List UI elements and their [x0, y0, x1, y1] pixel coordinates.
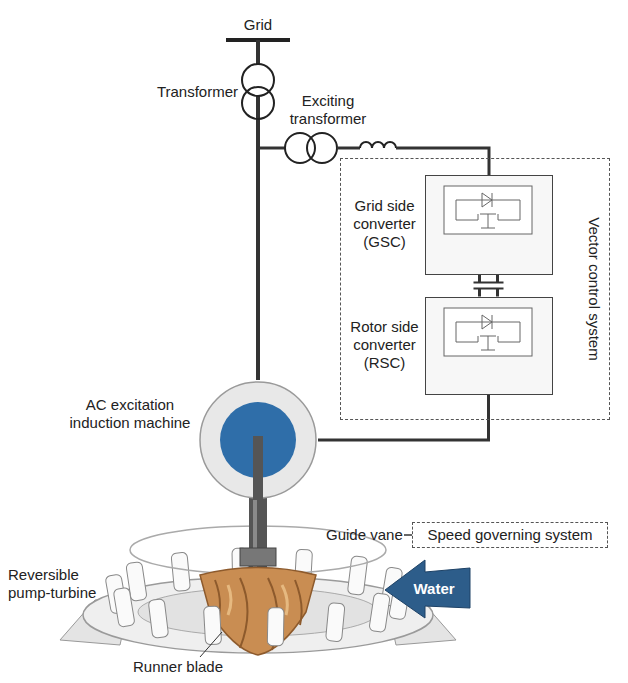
machine-circle: AC excitation induction machine [198, 380, 318, 500]
transformer-winding [242, 87, 274, 119]
wire [258, 147, 285, 150]
guide-vane [267, 608, 284, 646]
guide-vane [369, 593, 390, 633]
connector [318, 395, 489, 441]
transformer-winding [307, 133, 337, 163]
guide-vane [113, 587, 135, 627]
guide-vane [326, 603, 346, 642]
flow-label: Water [404, 580, 464, 598]
node-text: AC excitation induction machine [66, 396, 194, 432]
guide-vane [203, 606, 221, 645]
capacitor-symbol [474, 283, 504, 289]
runner [200, 568, 316, 656]
part-label: Runner blade [128, 658, 228, 676]
node-text: Grid side converter (GSC) [348, 197, 422, 251]
part-label: Guide vane [326, 526, 402, 544]
leader-line [200, 632, 222, 657]
node-text: Vector control system [585, 217, 603, 360]
node-text: Speed governing system [427, 526, 592, 543]
system-box: Speed governing system [412, 522, 608, 548]
guide-vane [347, 556, 368, 596]
converter-box: Rotor side converter (RSC) [425, 297, 553, 395]
part-label: Transformer [100, 83, 238, 101]
wire [337, 147, 360, 150]
part-label: Exciting transformer [276, 92, 380, 128]
water-arrow [385, 560, 470, 618]
converter-box: Grid side converter (GSC) [425, 175, 553, 275]
machine-symbol [198, 380, 318, 500]
converter-symbol [426, 298, 551, 395]
guide-vane [148, 599, 169, 639]
guide-vane [171, 552, 191, 591]
converter-symbol [426, 176, 551, 273]
wire [396, 148, 489, 175]
shaft-flange [240, 548, 276, 566]
connector [474, 275, 504, 297]
control-group: Vector control system Grid side converter… [340, 158, 610, 420]
runner-blade [215, 578, 302, 650]
inductor-symbol [360, 142, 396, 148]
leader-line [404, 534, 412, 536]
node-text: Rotor side converter (RSC) [348, 318, 422, 372]
part-label: Grid [228, 16, 288, 34]
part-label: Reversible pump-turbine [8, 566, 120, 602]
